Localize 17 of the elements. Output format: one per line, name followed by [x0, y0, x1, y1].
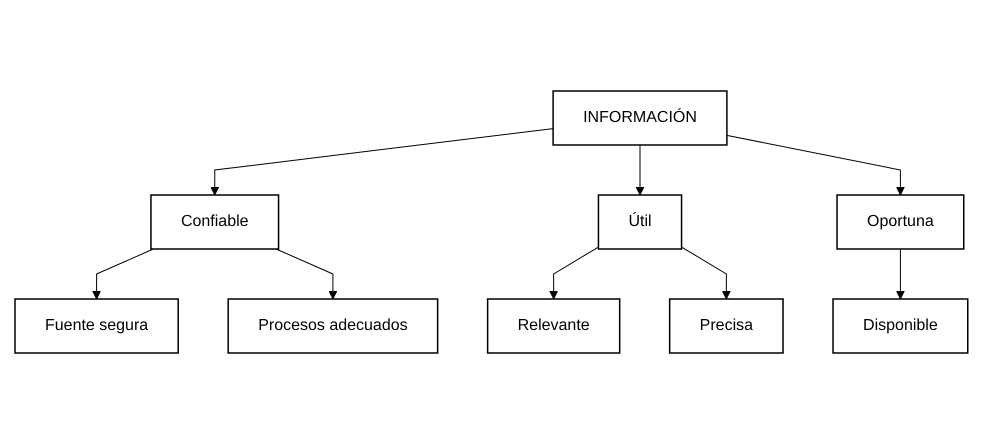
- arrow: [635, 144, 644, 196]
- arrow: [726, 134, 904, 196]
- node-box: Disponible: [832, 298, 968, 354]
- arrow: [680, 246, 730, 300]
- node-box: Útil: [597, 194, 682, 250]
- node-box: Procesos adecuados: [227, 298, 438, 354]
- node-box: INFORMACIÓN: [552, 90, 728, 146]
- arrow: [275, 248, 337, 300]
- arrow: [92, 248, 154, 300]
- node-box: Oportuna: [836, 194, 964, 250]
- arrow: [896, 248, 904, 300]
- node-box: Precisa: [668, 298, 784, 354]
- arrow: [548, 246, 599, 300]
- node-box: Confiable: [150, 194, 279, 250]
- node-box: Fuente segura: [14, 298, 179, 354]
- node-box: Relevante: [486, 298, 620, 354]
- arrow: [210, 128, 554, 196]
